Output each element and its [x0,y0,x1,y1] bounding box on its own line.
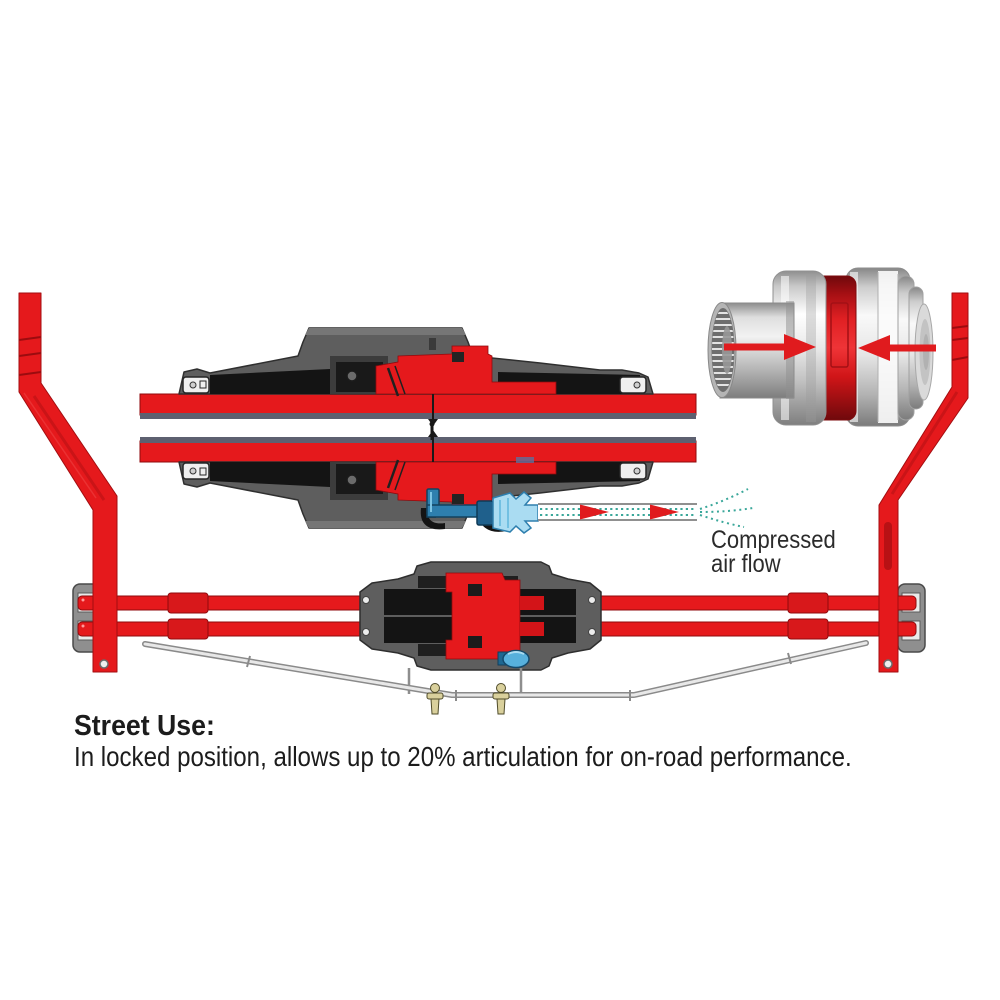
end-link-hole [883,659,893,669]
air-fitting-nut [476,500,494,526]
caption-description: In locked position, allows up to 20% art… [74,741,852,772]
left-sway-bar-arm [18,292,118,673]
arrow-right-icon [784,334,816,360]
air-inlet-fitting [497,649,530,669]
linkage [142,640,869,701]
push-left-arrow [724,334,816,360]
air-tube [538,503,697,521]
sway-bar-assembly [72,561,926,715]
air-flow-label-line1: Compressed [711,526,836,554]
arrow-left-icon [858,335,890,361]
clevis-pin [492,683,510,715]
air-spray-dots [699,488,754,528]
air-line [420,488,754,534]
bleed-pin [429,421,435,440]
air-flow-arrow-icon [580,504,609,520]
right-sway-bar-arm [878,292,969,673]
cutaway-view-lower [138,421,698,530]
caption-block: Street Use: In locked position, allows u… [74,712,978,772]
end-link-hole [99,659,109,669]
compressed-air-flow-label: Compressed air flow [711,526,853,578]
cutaway-view-upper [138,326,698,428]
air-flow-arrow-icon [650,504,679,520]
caption-title: Street Use: [74,710,215,742]
bar-collars [167,592,829,640]
clevis-pin [426,683,444,715]
keyway-detail [516,457,534,463]
coupler-3d-render [707,267,936,427]
right-end-bracket [897,583,926,653]
air-flow-label-line2: air flow [711,549,781,578]
center-coupler [359,561,602,671]
push-right-arrow [858,335,936,361]
